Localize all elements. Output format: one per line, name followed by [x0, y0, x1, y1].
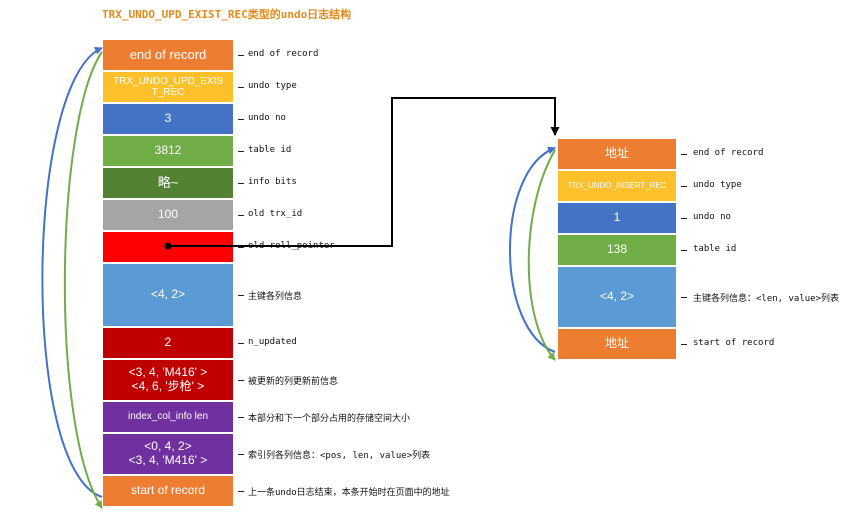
left-cell-10: index_col_info len — [102, 401, 234, 433]
left-label-tick — [238, 343, 244, 344]
left-field-label: old trx_id — [248, 209, 303, 219]
left-label-tick — [238, 55, 244, 56]
left-cell-8: 2 — [102, 327, 234, 359]
left-cell-text: TRX_UNDO_UPD_EXIS T_REC — [112, 75, 224, 99]
right-cell-4: <4, 2> — [557, 266, 677, 328]
right-cell-text: TRX_UNDO_INSERT_REC — [567, 181, 667, 191]
left-cell-text: <4, 2> — [150, 287, 186, 302]
right-cell-5: 地址 — [557, 328, 677, 360]
right-label-tick — [681, 250, 687, 251]
left-field-label: 主键各列信息 — [248, 292, 303, 302]
right-blue-arrow — [509, 146, 556, 353]
left-cell-text: end of record — [129, 46, 207, 62]
left-cell-0: end of record — [102, 39, 234, 71]
left-label-tick — [238, 151, 244, 152]
left-field-label: 被更新的列更新前信息 — [248, 377, 339, 387]
left-label-tick — [238, 183, 244, 184]
right-cell-2: 1 — [557, 202, 677, 234]
left-label-tick — [238, 417, 244, 418]
left-cell-text: 100 — [157, 207, 179, 222]
left-field-label: n_updated — [248, 337, 297, 347]
left-field-label: 索引列各列信息：<pos, len, value>列表 — [248, 451, 431, 461]
right-field-label: undo no — [693, 212, 731, 222]
left-label-tick — [238, 215, 244, 216]
right-cell-text: 地址 — [604, 146, 629, 161]
right-field-label: table id — [693, 244, 737, 254]
left-field-label: 本部分和下一个部分占用的存储空间大小 — [248, 414, 411, 424]
right-label-tick — [681, 186, 687, 187]
right-field-label: 主键各列信息：<len, value>列表 — [693, 294, 840, 304]
left-label-tick — [238, 247, 244, 248]
right-cell-text: 138 — [606, 242, 628, 257]
right-label-tick — [681, 344, 687, 345]
left-cell-1: TRX_UNDO_UPD_EXIS T_REC — [102, 71, 234, 103]
left-field-label: undo type — [248, 81, 297, 91]
right-cell-0: 地址 — [557, 138, 677, 170]
left-label-tick — [238, 87, 244, 88]
left-label-tick — [238, 380, 244, 381]
left-cell-text: <3, 4, 'M416' > <4, 6, '步枪' > — [128, 365, 208, 393]
right-label-tick — [681, 218, 687, 219]
left-cell-9: <3, 4, 'M416' > <4, 6, '步枪' > — [102, 359, 234, 401]
left-label-tick — [238, 119, 244, 120]
left-cell-12: start of record — [102, 475, 234, 507]
left-cell-2: 3 — [102, 103, 234, 135]
left-cell-text: 3812 — [154, 143, 182, 158]
right-label-tick — [681, 297, 687, 298]
left-field-label: info bits — [248, 177, 297, 187]
right-green-arrow — [527, 149, 556, 361]
diagram-title: TRX_UNDO_UPD_EXIST_REC类型的undo日志结构 — [102, 8, 352, 21]
left-field-label: 上一条undo日志结束，本条开始时在页面中的地址 — [248, 488, 450, 498]
left-label-tick — [238, 491, 244, 492]
right-cell-text: 地址 — [604, 336, 629, 351]
left-cell-text: <0, 4, 2> <3, 4, 'M416' > — [128, 439, 208, 467]
left-cell-text: 略~ — [157, 174, 179, 190]
left-label-tick — [238, 454, 244, 455]
left-field-label: end of record — [248, 49, 319, 59]
left-cell-5: 100 — [102, 199, 234, 231]
left-cell-4: 略~ — [102, 167, 234, 199]
left-green-arrow — [63, 51, 103, 509]
left-cell-text: index_col_info len — [127, 411, 209, 423]
right-cell-3: 138 — [557, 234, 677, 266]
right-cell-1: TRX_UNDO_INSERT_REC — [557, 170, 677, 202]
left-cell-3: 3812 — [102, 135, 234, 167]
left-cell-text: start of record — [130, 483, 206, 498]
right-field-label: start of record — [693, 338, 775, 348]
right-cell-text: 1 — [613, 210, 621, 225]
left-cell-text: 2 — [164, 335, 172, 350]
left-blue-arrow — [41, 47, 103, 498]
right-label-tick — [681, 154, 687, 155]
left-cell-text: 3 — [164, 111, 172, 126]
roll-pointer-arrow — [168, 97, 560, 247]
left-field-label: table id — [248, 145, 292, 155]
left-field-label: undo no — [248, 113, 286, 123]
left-cell-7: <4, 2> — [102, 263, 234, 327]
right-field-label: end of record — [693, 148, 764, 158]
right-cell-text: <4, 2> — [599, 289, 635, 304]
left-label-tick — [238, 295, 244, 296]
right-field-label: undo type — [693, 180, 742, 190]
left-cell-11: <0, 4, 2> <3, 4, 'M416' > — [102, 433, 234, 475]
